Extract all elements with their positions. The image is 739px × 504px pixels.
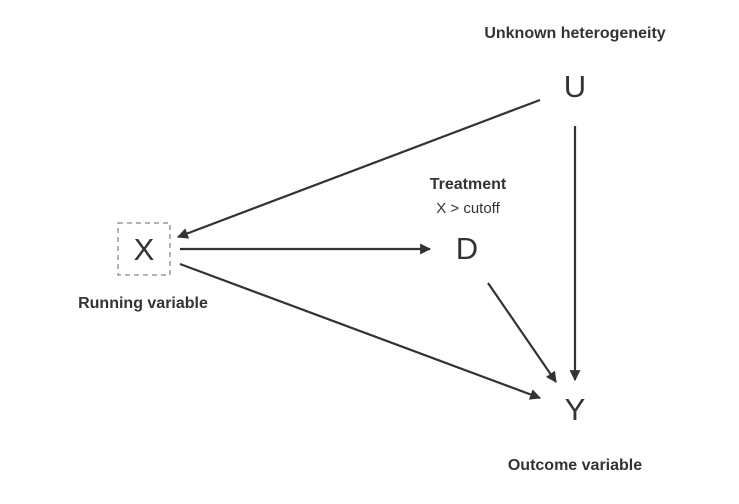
node-d-letter: D [456,231,478,266]
edge-d-to-y [487,282,557,383]
node-x-letter: X [134,232,155,267]
node-x-caption: Running variable [78,295,208,312]
node-u-caption: Unknown heterogeneity [484,25,665,42]
node-u-letter: U [564,69,586,104]
edge-x-to-y [179,262,542,400]
node-d-subcaption: X > cutoff [436,200,500,217]
edge-u-to-x [176,98,541,239]
node-d-caption: Treatment [430,176,507,193]
node-y-caption: Outcome variable [508,457,642,474]
node-x-dashed-box [117,222,171,276]
node-y-letter: Y [565,392,586,427]
